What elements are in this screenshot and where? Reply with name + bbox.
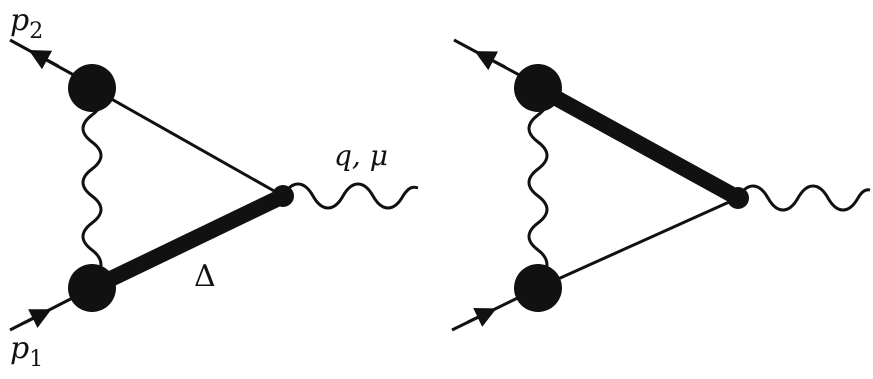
right-external-photon <box>736 184 871 212</box>
left-label-p1-sub: 1 <box>29 347 43 372</box>
right-delta-propagator <box>530 80 746 206</box>
left-upper-vertex-blob <box>68 64 116 112</box>
left-label-p1: p1 <box>10 331 43 372</box>
left-external-photon <box>281 182 419 210</box>
left-outgoing-proton-arrow <box>28 49 59 70</box>
right-nucleon-propagator <box>537 196 739 290</box>
right-outgoing-proton-arrow <box>474 51 506 71</box>
right-diagram <box>451 38 871 332</box>
left-diagram: p2 p1 q, μ Δ <box>9 3 419 372</box>
left-nucleon-propagator <box>91 86 284 198</box>
left-internal-photon <box>81 86 103 289</box>
right-internal-photon <box>527 86 549 289</box>
left-photon-vertex-dot <box>272 185 294 207</box>
left-label-delta: Δ <box>194 259 216 294</box>
right-lower-vertex-blob <box>514 264 562 312</box>
left-label-p2-sub: 2 <box>29 19 43 44</box>
right-upper-vertex-blob <box>514 64 562 112</box>
left-delta-propagator <box>84 188 291 296</box>
left-lower-vertex-blob <box>68 264 116 312</box>
left-incoming-proton-arrow <box>23 309 52 329</box>
left-label-photon: q, μ <box>334 139 388 172</box>
right-photon-vertex-dot <box>727 187 749 209</box>
right-incoming-proton-arrow <box>467 307 497 327</box>
left-label-p2: p2 <box>10 3 43 44</box>
